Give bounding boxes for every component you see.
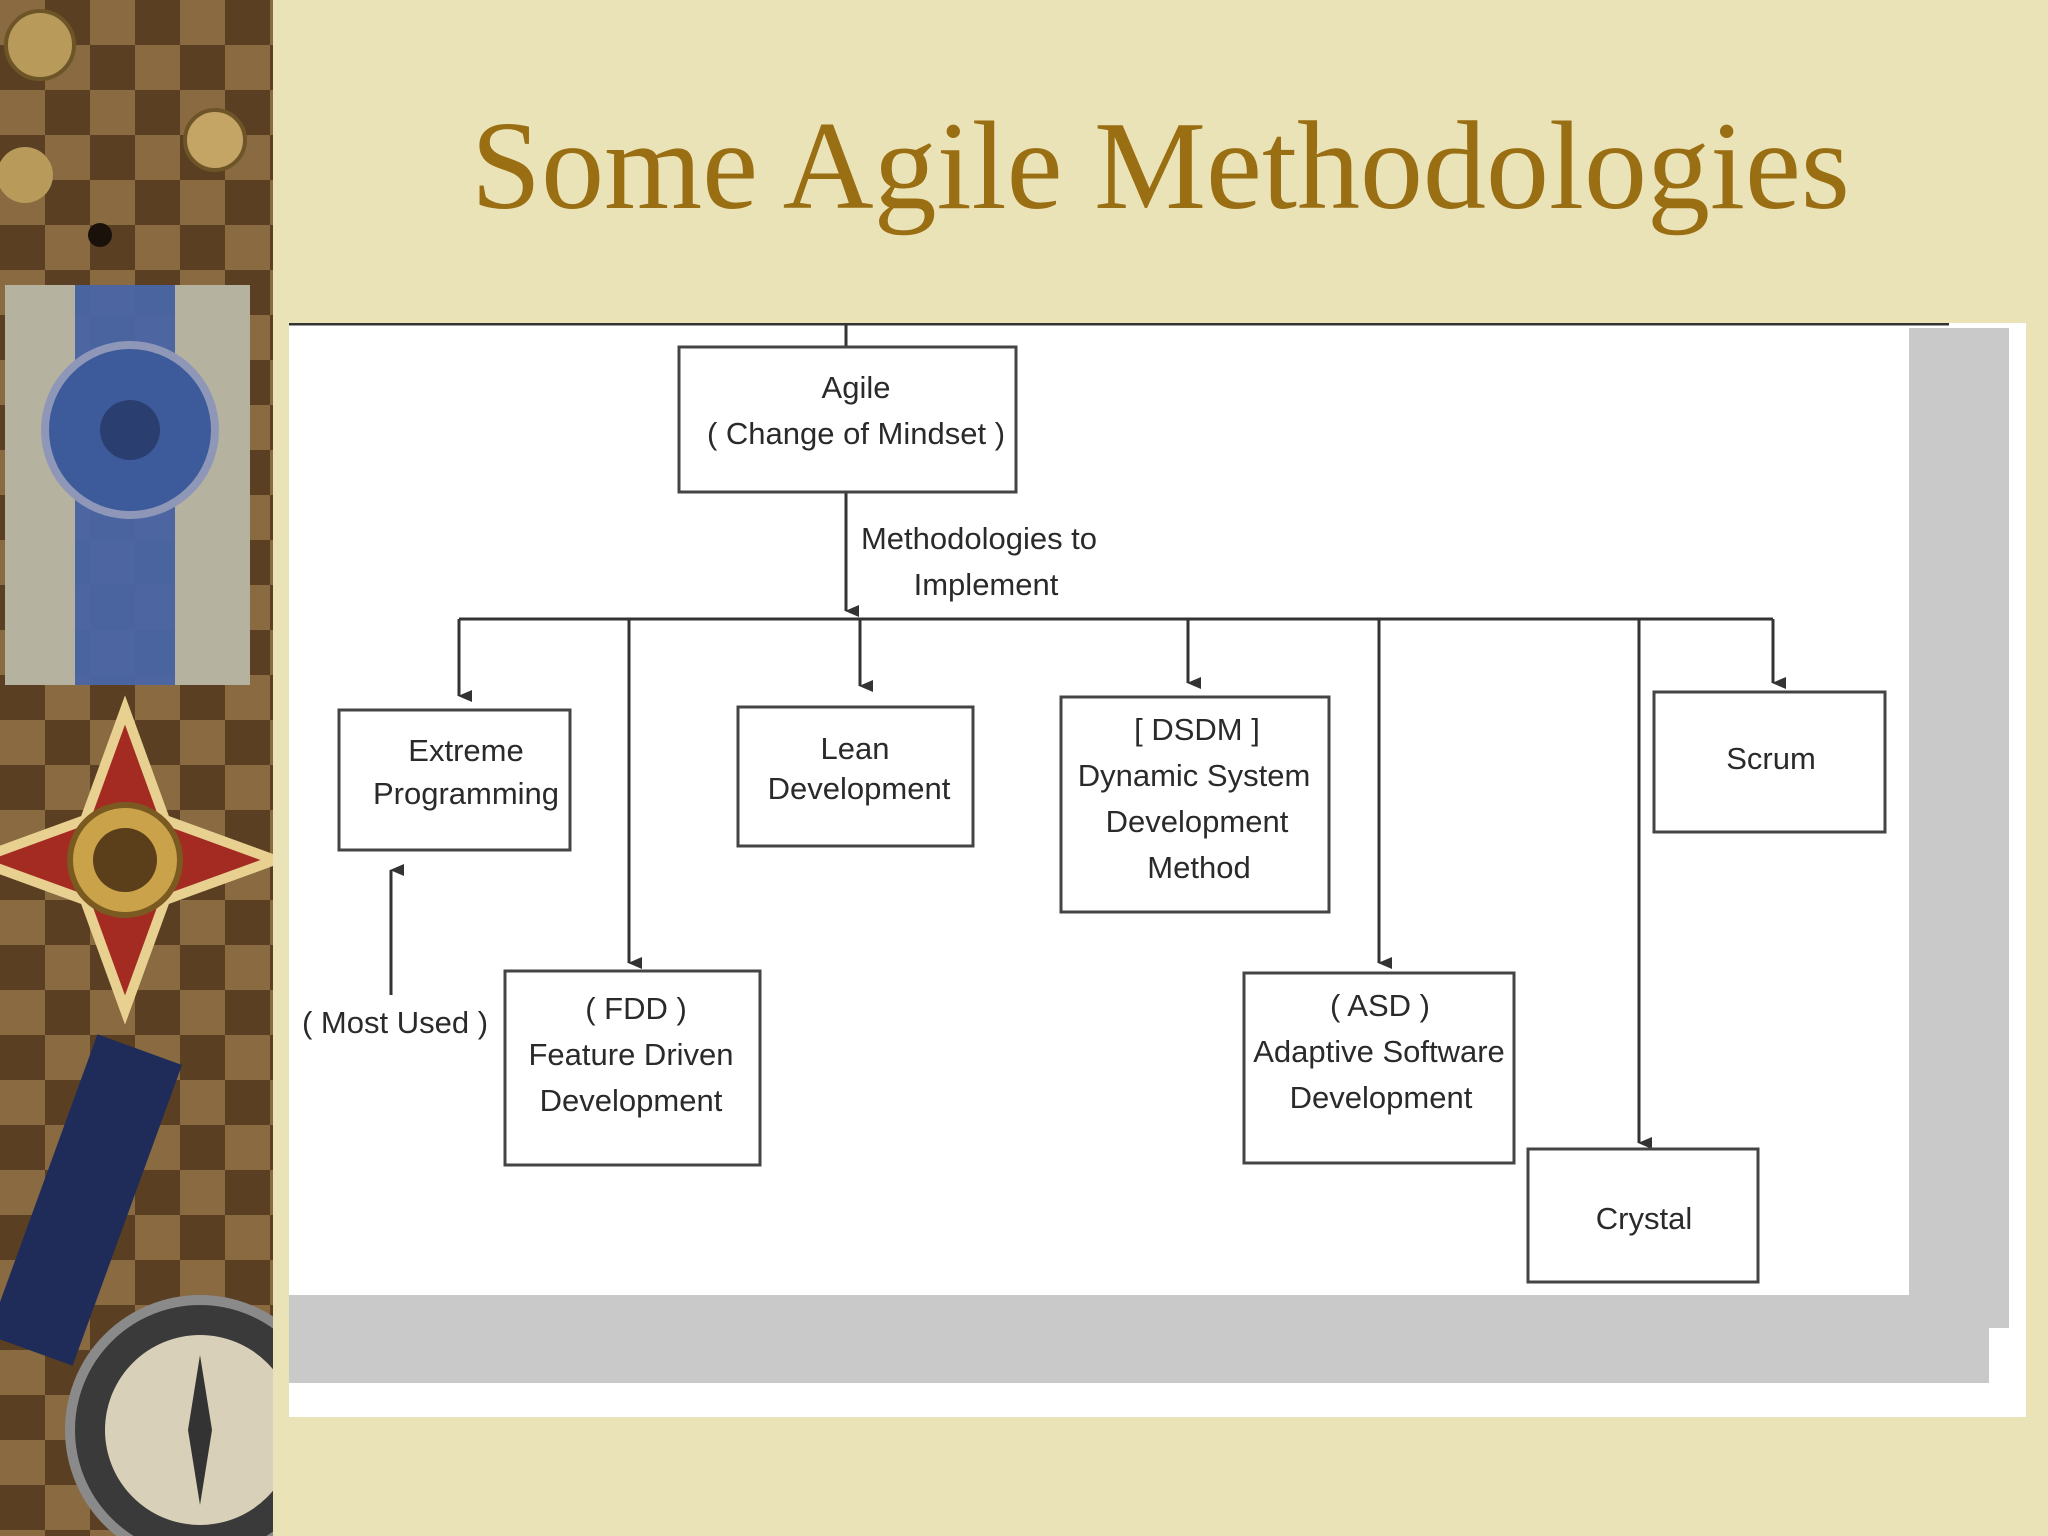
panel-shadow-right [1909, 328, 2009, 1328]
crystal-label: Crystal [1596, 1201, 1692, 1236]
fdd-line-2: Feature Driven [528, 1037, 733, 1072]
most-used-note: ( Most Used ) [302, 1005, 488, 1040]
root-line-1: Agile [822, 370, 891, 405]
decorative-photo-strip [0, 0, 273, 1536]
dsdm-line-3: Development [1106, 804, 1289, 839]
slide-title: Some Agile Methodologies [471, 97, 1850, 236]
xp-line-2: Programming [373, 776, 559, 811]
method-boxes [337, 345, 1887, 1284]
dsdm-box [1059, 695, 1331, 914]
fdd-box [503, 969, 762, 1167]
diagram-panel: Agile ( Change of Mindset ) Methodologie… [289, 323, 2026, 1417]
xp-line-1: Extreme [408, 733, 523, 768]
agile-methodologies-diagram: Agile ( Change of Mindset ) Methodologie… [289, 323, 2009, 1383]
dsdm-line-4: Method [1147, 850, 1250, 885]
asd-line-2: Adaptive Software [1253, 1034, 1505, 1069]
dsdm-line-1: [ DSDM ] [1134, 712, 1260, 747]
lean-line-2: Development [768, 771, 951, 806]
lean-box [736, 705, 975, 848]
connector-lines [389, 323, 1786, 1149]
connector-label-line-2: Implement [914, 567, 1059, 602]
lean-line-1: Lean [821, 731, 890, 766]
asd-line-3: Development [1290, 1080, 1473, 1115]
fdd-line-1: ( FDD ) [585, 991, 687, 1026]
panel-shadow-bottom [289, 1293, 1989, 1383]
scrum-label: Scrum [1726, 741, 1816, 776]
asd-box [1242, 971, 1516, 1165]
agile-root-box [677, 345, 1018, 494]
crystal-box [1526, 1147, 1760, 1284]
medal-compass-image [0, 0, 273, 1536]
scrum-box [1652, 690, 1887, 834]
diagram-labels: Agile ( Change of Mindset ) Methodologie… [302, 370, 1816, 1236]
root-line-2: ( Change of Mindset ) [707, 416, 1005, 451]
fdd-line-3: Development [540, 1083, 723, 1118]
xp-box [337, 708, 572, 852]
asd-line-1: ( ASD ) [1330, 988, 1430, 1023]
dsdm-line-2: Dynamic System [1078, 758, 1311, 793]
connector-label-line-1: Methodologies to [861, 521, 1097, 556]
